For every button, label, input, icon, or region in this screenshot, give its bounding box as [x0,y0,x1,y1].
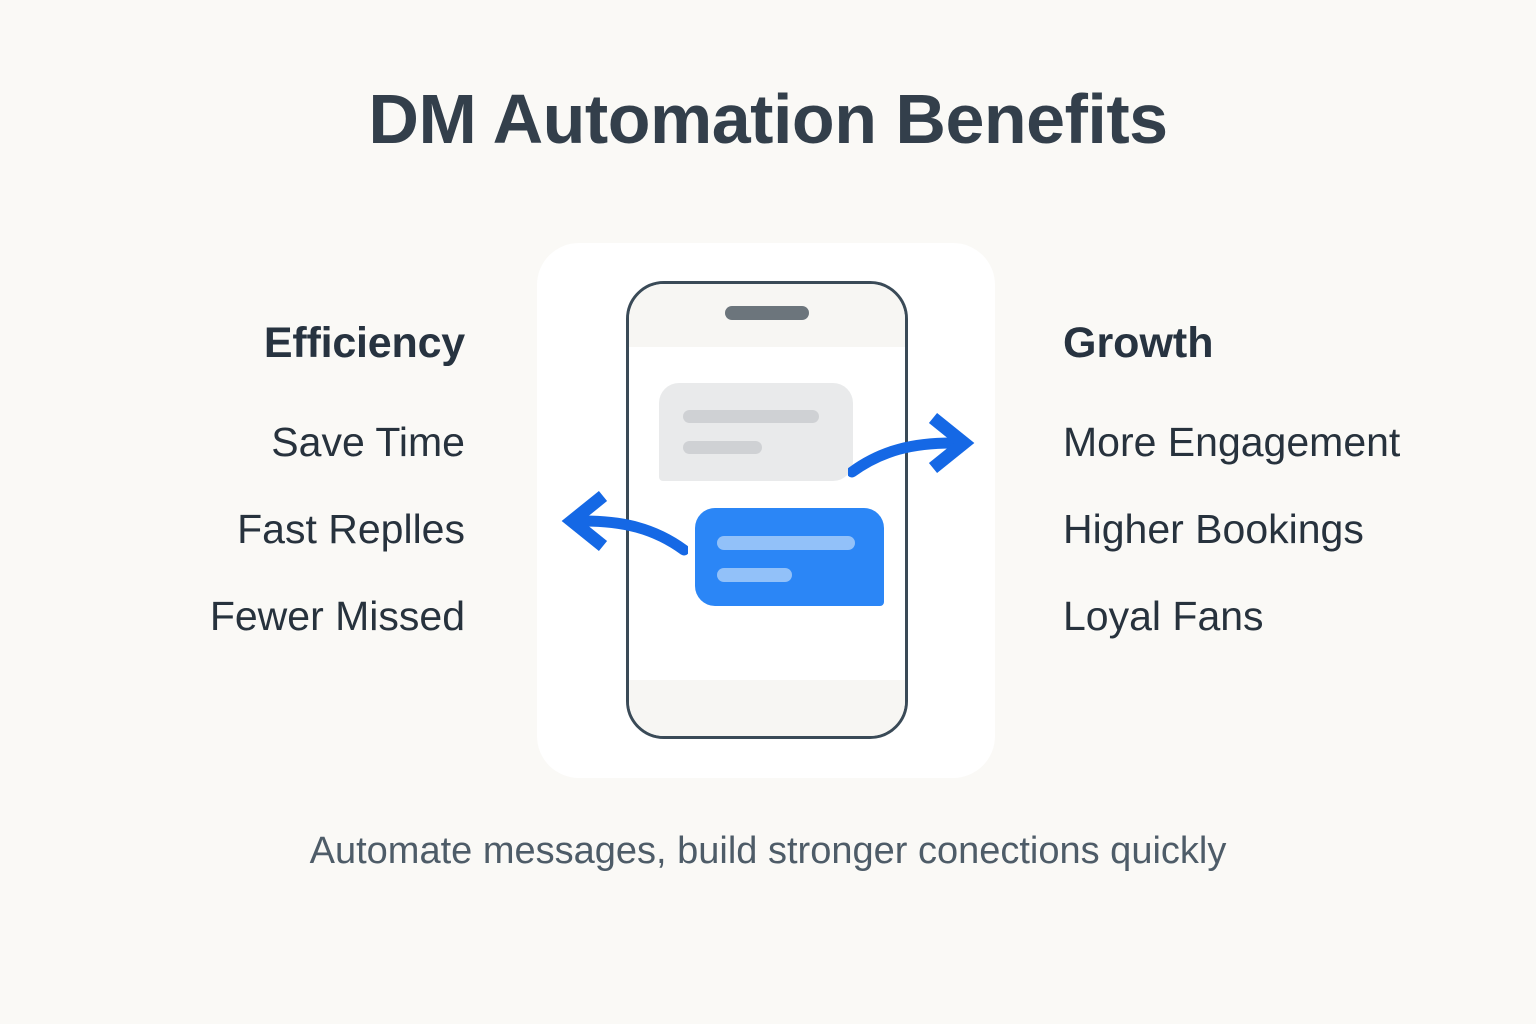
page-title: DM Automation Benefits [368,80,1168,158]
message-line [717,536,855,550]
message-line [683,441,762,454]
incoming-message-bubble [659,383,853,481]
outgoing-message-bubble [695,508,884,606]
phone-illustration [626,281,908,739]
benefit-item: Fast Replles [237,506,465,552]
footer-caption: Automate messages, build stronger conect… [309,830,1227,872]
benefits-column-left: Efficiency Save Time Fast Replles Fewer … [0,322,465,637]
column-heading-growth: Growth [1063,319,1214,367]
benefits-column-right: Growth More Engagement Higher Bookings L… [1063,322,1536,637]
message-line [683,410,819,423]
phone-speaker-icon [725,306,809,320]
phone-home-bar [629,680,905,736]
benefit-item: More Engagement [1063,419,1401,465]
benefit-item: Loyal Fans [1063,593,1264,639]
benefit-item: Save Time [271,419,465,465]
benefit-item: Higher Bookings [1063,506,1364,552]
message-line [717,568,792,582]
column-heading-efficiency: Efficiency [263,319,465,367]
benefit-item: Fewer Missed [209,593,465,639]
